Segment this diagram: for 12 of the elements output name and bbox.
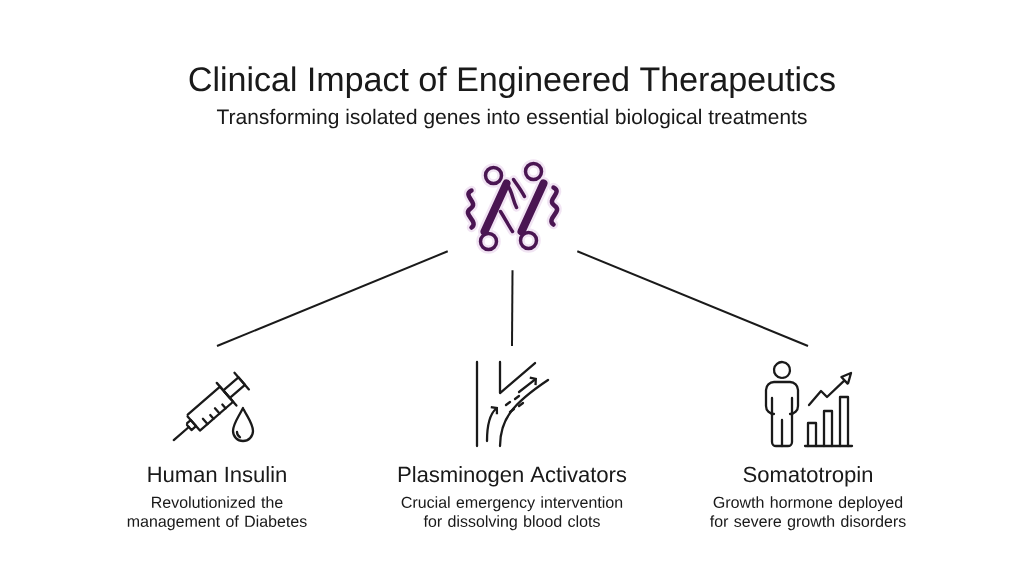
- treatment-description: Crucial emergency intervention for dissolving blood clots: [401, 496, 623, 531]
- treatment-heading: Somatotropin: [743, 466, 872, 487]
- connector-line: [511, 269, 514, 347]
- protein-icon: [463, 159, 562, 254]
- title: Clinical Impact of Engineered Therapeutics: [189, 66, 835, 99]
- treatment-heading: Human Insulin: [148, 466, 286, 483]
- connector-line: [216, 250, 449, 347]
- treatment-description: Revolutionized the management of Diabetes: [127, 496, 307, 531]
- treatment-description: Growth hormone deployed for severe growth disorders: [710, 496, 906, 531]
- subtitle: Transforming isolated genes into essential biological treatments: [216, 108, 807, 129]
- connector-line: [576, 250, 809, 347]
- treatment-heading: Plasminogen Activators: [398, 466, 627, 487]
